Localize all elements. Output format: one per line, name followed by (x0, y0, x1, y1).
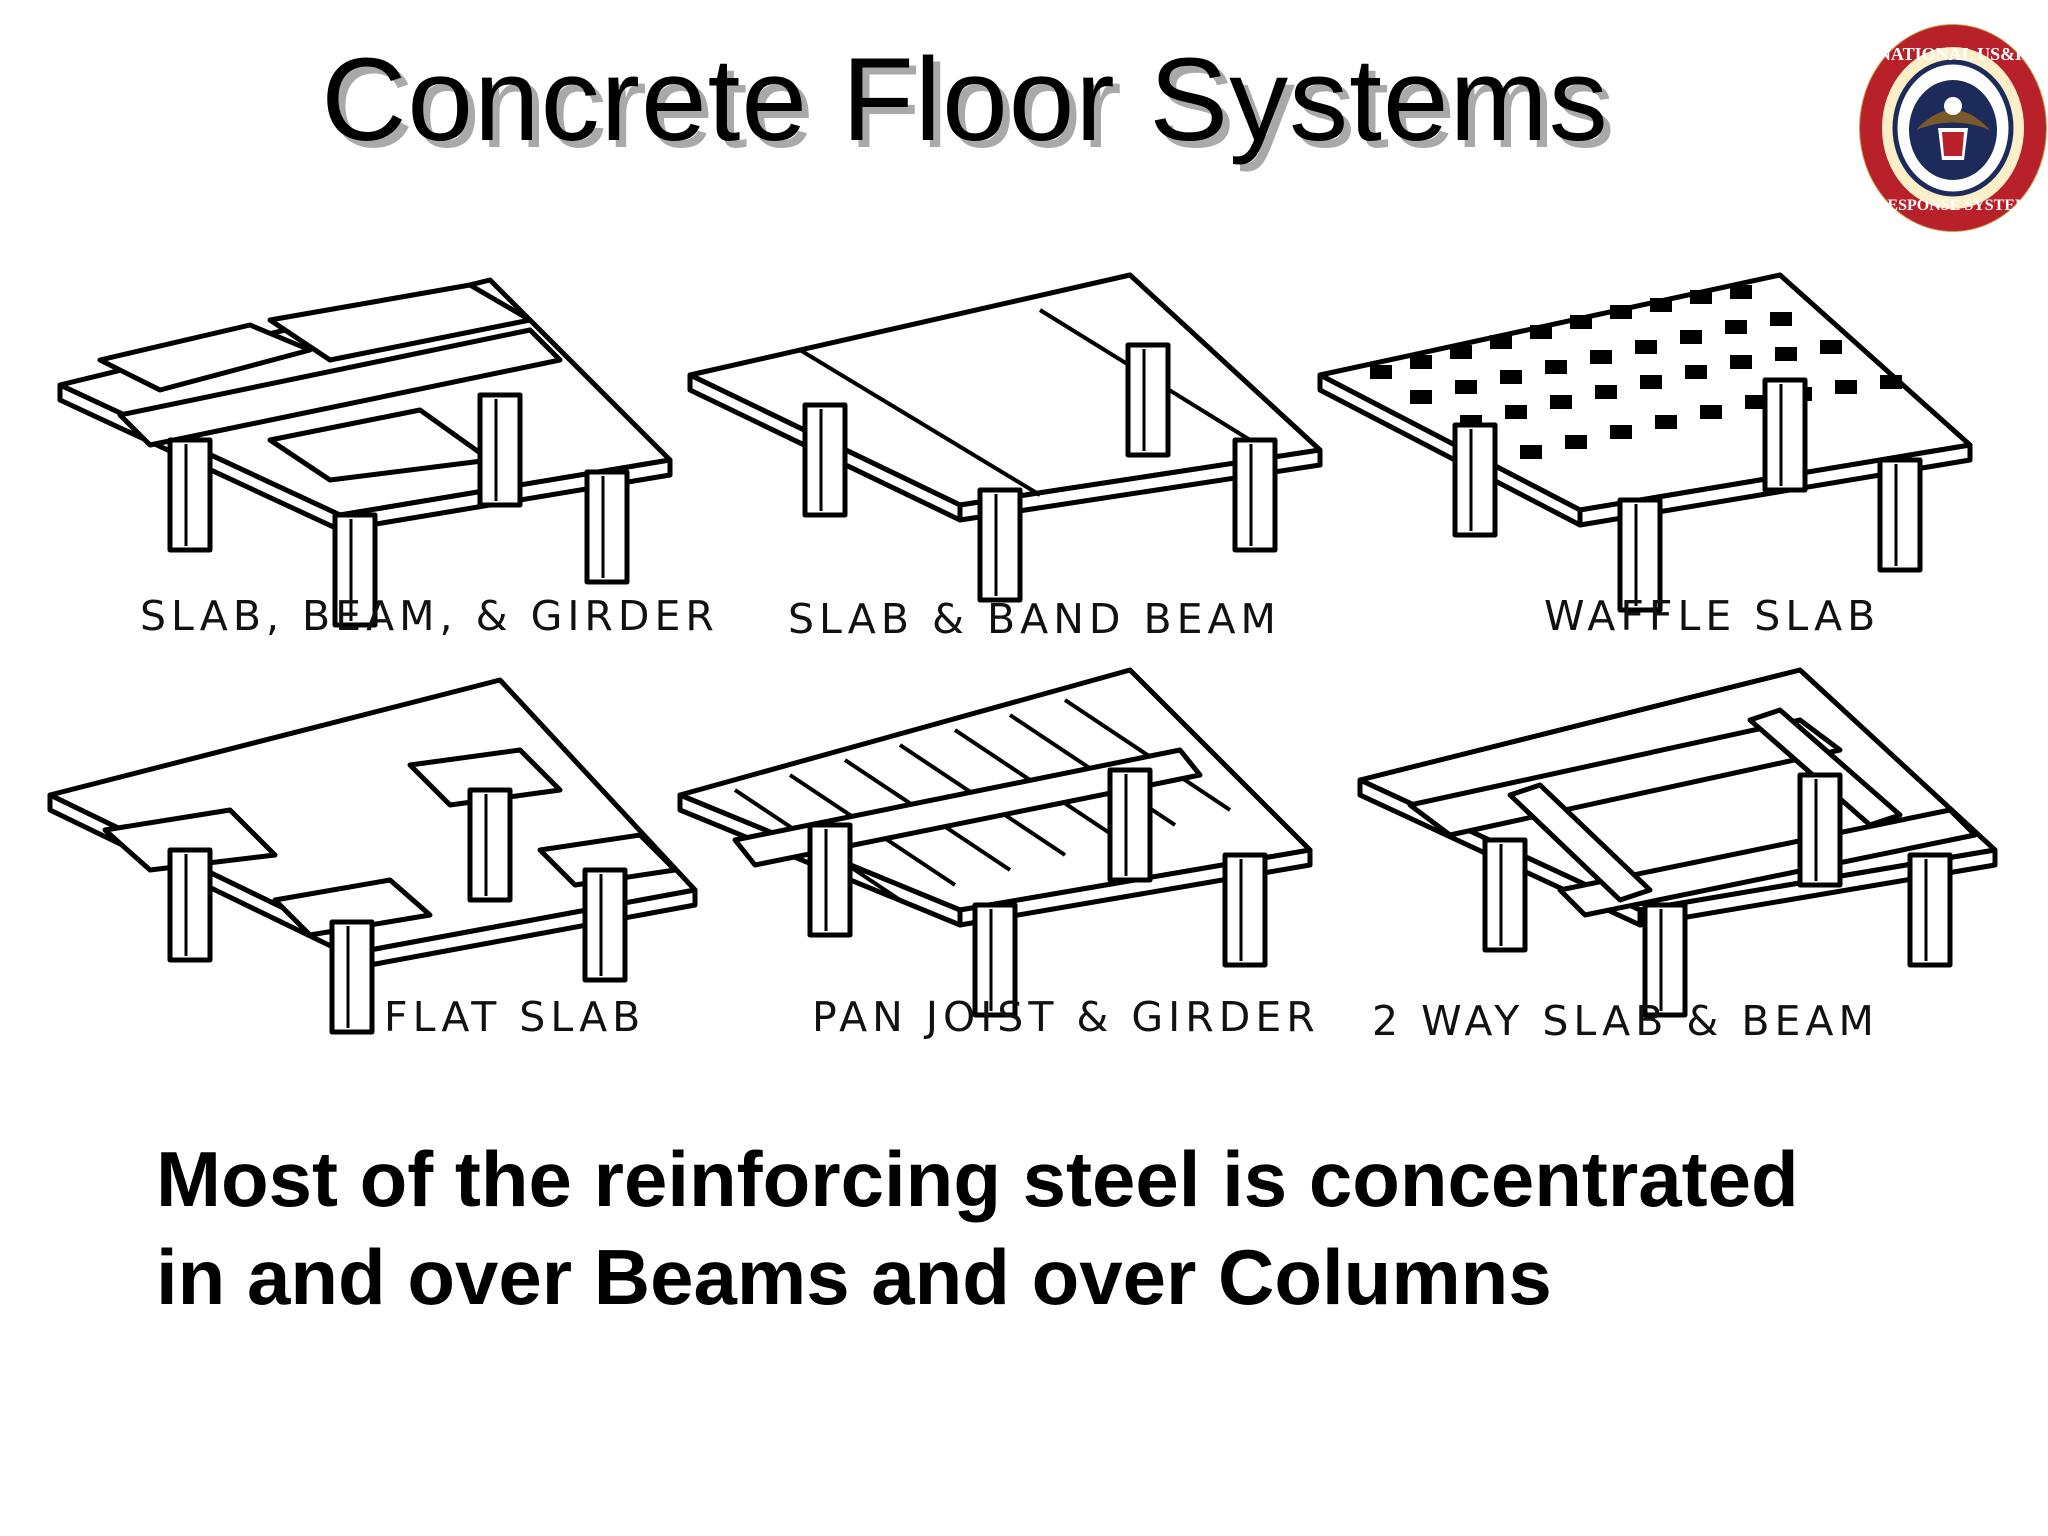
label-2-way-slab-beam: 2 WAY SLAB & BEAM (1372, 997, 1879, 1045)
caption-line-2: in and over Beams and over Columns (156, 1233, 1552, 1321)
label-flat-slab: FLAT SLAB (384, 993, 646, 1041)
diagram-flat-slab (47, 677, 698, 1032)
diagram-2-way-slab-beam (1357, 667, 1998, 1015)
svg-text:NATIONAL US&R: NATIONAL US&R (1878, 44, 2029, 64)
us-and-r-seal-logo: NATIONAL US&R RESPONSE SYSTEM (1859, 24, 2047, 232)
floor-systems-diagram (47, 272, 1998, 1070)
caption-text: Most of the reinforcing steel is concent… (156, 1130, 1996, 1326)
diagram-slab-beam-girder (57, 277, 673, 625)
diagram-waffle-slab (1317, 272, 1973, 610)
diagram-pan-joist-girder (677, 667, 1313, 1015)
label-pan-joist-girder: PAN JOIST & GIRDER (812, 993, 1320, 1041)
svg-text:RESPONSE SYSTEM: RESPONSE SYSTEM (1876, 197, 2030, 214)
diagram-slab-band-beam (687, 272, 1323, 600)
slide-title: Concrete Floor Systems (321, 34, 1609, 166)
caption-line-1: Most of the reinforcing steel is concent… (156, 1135, 1799, 1223)
label-waffle-slab: WAFFLE SLAB (1544, 592, 1881, 640)
label-slab-band-beam: SLAB & BAND BEAM (788, 595, 1281, 643)
label-slab-beam-girder: SLAB, BEAM, & GIRDER (140, 592, 719, 640)
